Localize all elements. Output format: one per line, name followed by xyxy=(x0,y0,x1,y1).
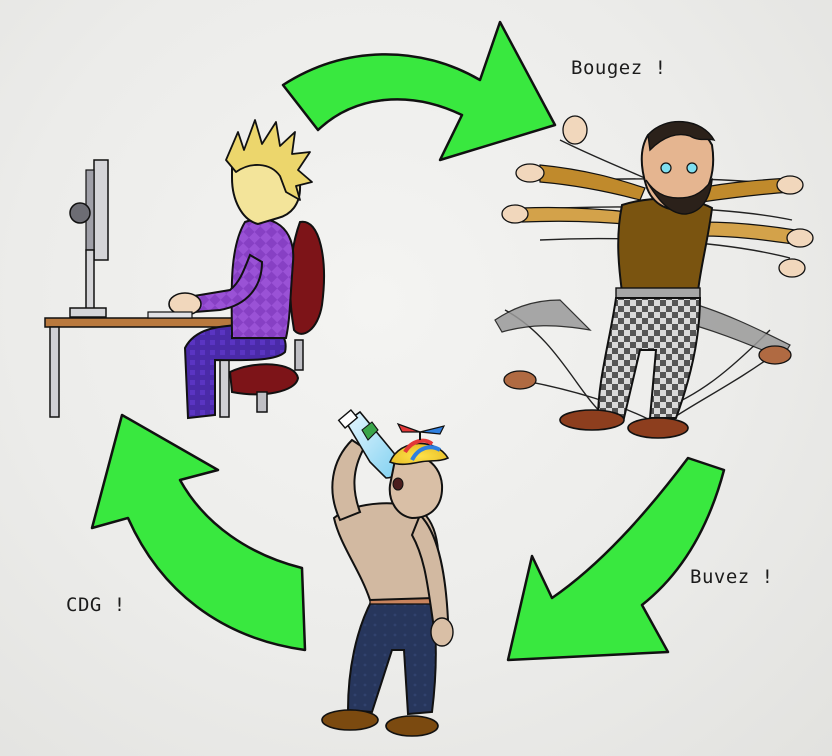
move-caption: Bougez ! xyxy=(571,57,667,79)
arrow-to-drink xyxy=(506,456,726,662)
cdg-caption: CDG ! xyxy=(66,594,126,616)
arrow-to-move xyxy=(281,20,557,162)
propeller xyxy=(396,422,446,440)
drink-caption: Buvez ! xyxy=(690,566,774,588)
desk-worker-figure xyxy=(44,119,325,420)
arrow-to-desk xyxy=(90,413,307,652)
drinking-man-figure xyxy=(321,409,454,737)
moving-man-figure xyxy=(494,115,814,439)
computer-monitor xyxy=(69,159,109,318)
